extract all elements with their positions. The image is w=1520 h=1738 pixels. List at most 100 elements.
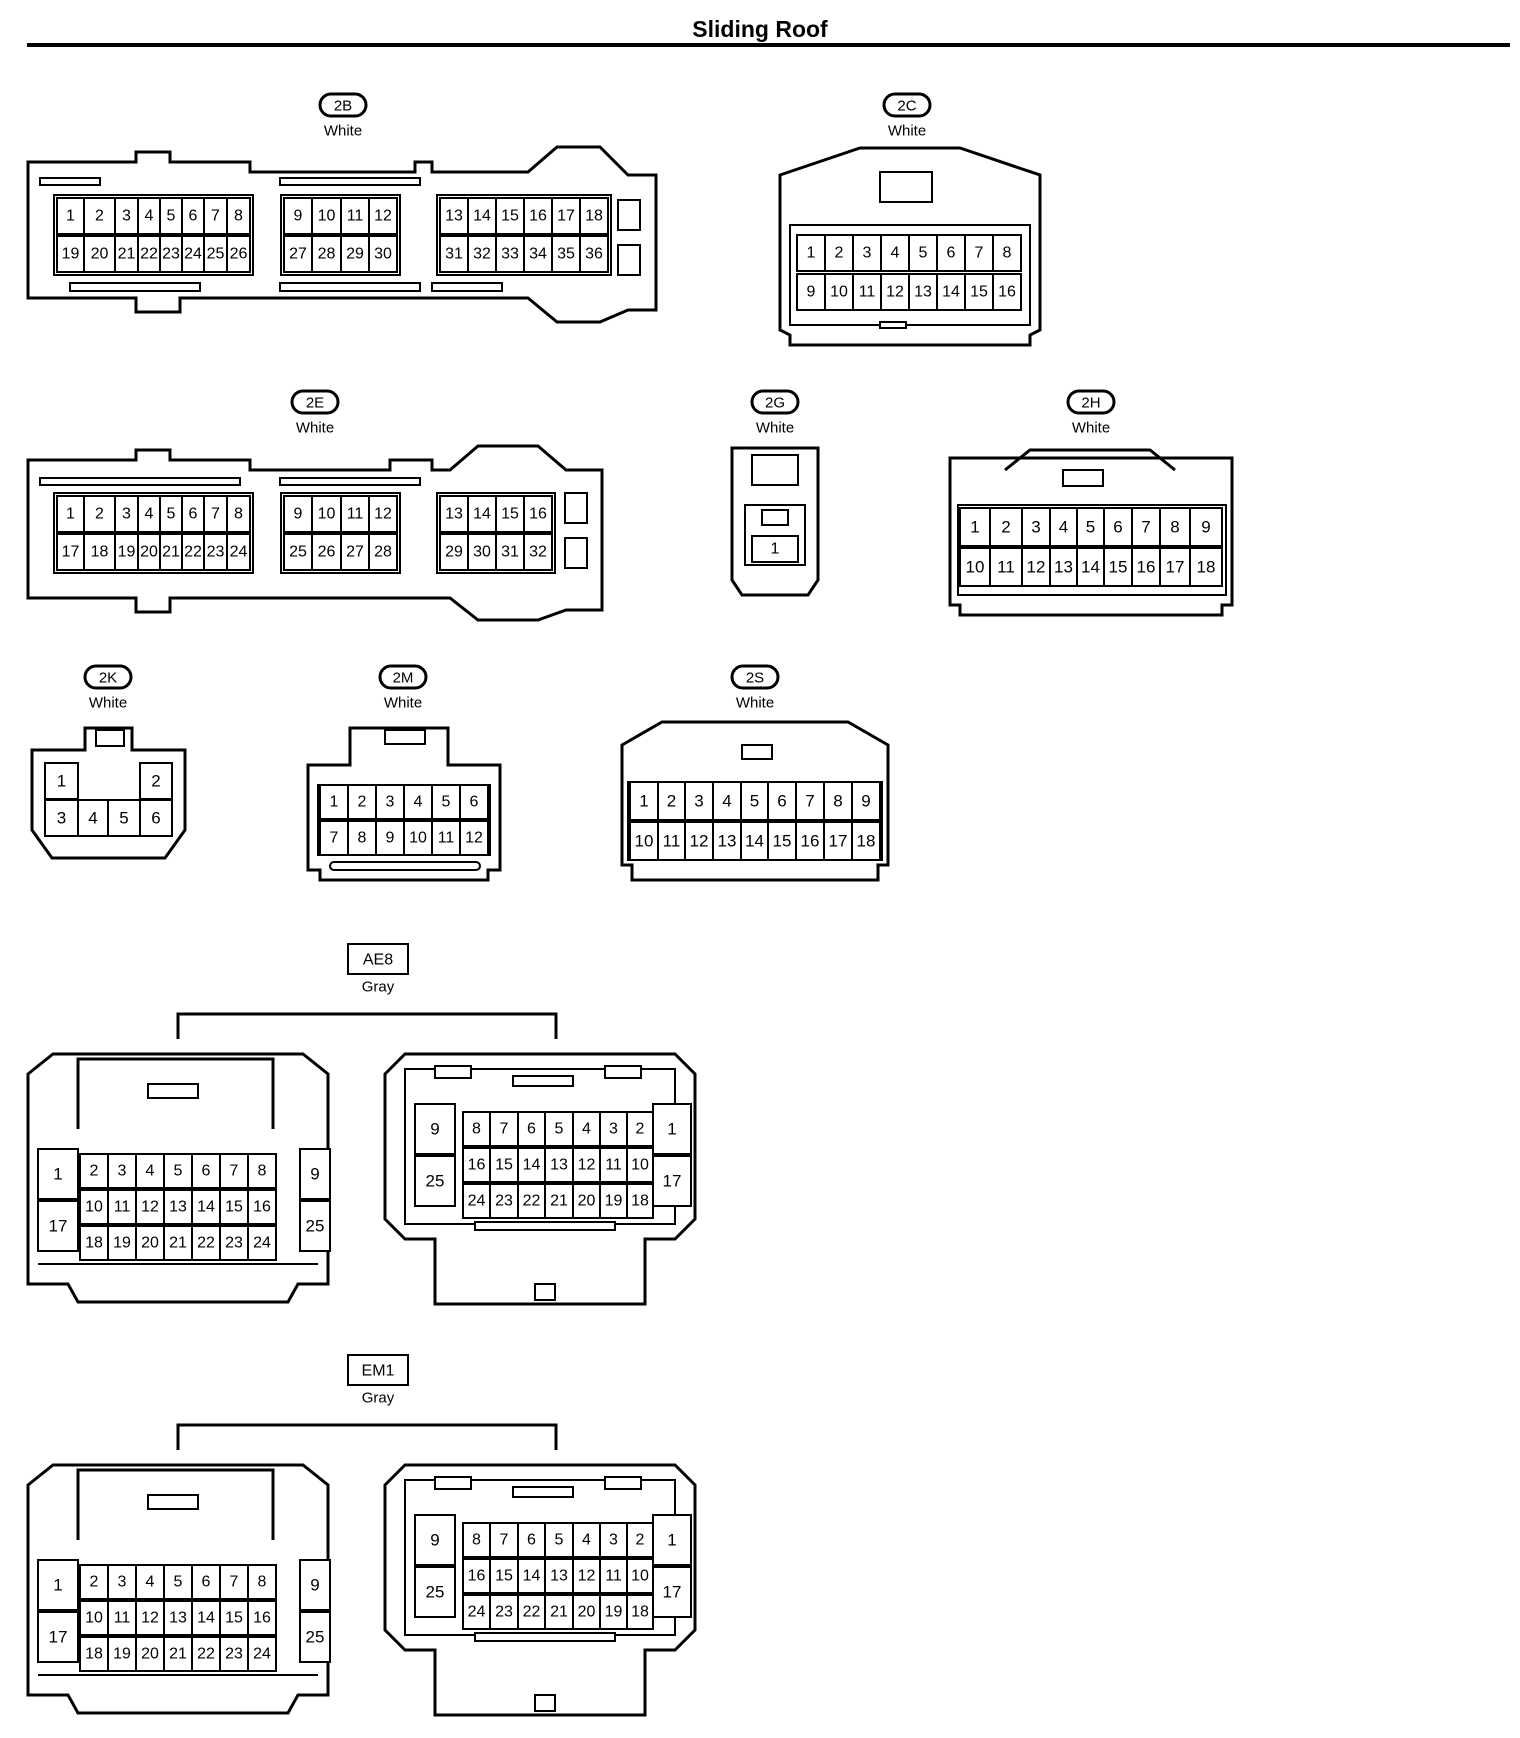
pin-number: 5 [442,794,451,811]
pin-cell [1189,547,1223,587]
pin-number: 2 [90,1574,99,1591]
pin-cell [226,197,251,235]
pin-cell [439,495,469,533]
connector-code-box [730,664,780,690]
pin-number: 22 [140,246,158,263]
pin-number: 12 [374,506,392,523]
pin-number: 3 [609,1121,618,1138]
pin-number: 15 [225,1610,243,1627]
pin-number: 4 [145,506,154,523]
pin-cell [299,1611,331,1663]
pin-number: 15 [495,1157,513,1174]
pin-number: 17 [663,1172,682,1191]
latch-rib [604,1065,642,1079]
pin-cell [77,799,109,837]
pin-number: 16 [998,284,1016,301]
pin-cell [851,781,881,821]
pin-number: 6 [151,809,160,828]
pin-cell [219,1153,249,1189]
pin-cell [489,1558,519,1594]
pin-number: 16 [1137,558,1156,577]
pin-cell [462,1594,491,1630]
pin-number: 19 [62,246,80,263]
pin-cell [37,1559,79,1611]
pin-cell [1131,507,1161,547]
pin-number: 7 [500,1532,509,1549]
page-title: Sliding Roof [692,16,828,42]
pin-number: 10 [409,830,427,847]
latch-rib [69,282,201,292]
pin-cell [1189,507,1223,547]
pin-number: 11 [605,1157,622,1174]
pin-number: 6 [777,792,786,811]
pin-cell [626,1594,654,1630]
connector-code-box [347,1354,409,1386]
pin-number: 9 [386,830,395,847]
pin-cell [523,197,553,235]
pin-number: 10 [966,558,985,577]
pin-number: 4 [582,1121,591,1138]
connector-color: White [296,420,334,437]
pin-cell [544,1111,574,1147]
pin-cell [79,1564,109,1600]
pin-cell [135,1636,165,1672]
pin-number: 24 [253,1646,271,1663]
pin-number: 8 [258,1574,267,1591]
pin-cell [657,821,686,861]
pin-cell [247,1189,277,1225]
lock-tab [147,1083,199,1099]
connector-color: Gray [362,1390,395,1407]
pin-number: 9 [430,1531,439,1550]
pin-cell [163,1600,193,1636]
pin-number: 9 [294,208,303,225]
pin-cell [908,234,938,272]
pin-cell [83,235,116,273]
pin-cell [163,1564,193,1600]
pin-number: 31 [445,246,463,263]
connector-color: White [384,695,422,712]
pin-number: 17 [62,544,80,561]
pin-cell [629,821,659,861]
pin-number: 20 [141,1235,159,1252]
pin-number: 21 [550,1193,568,1210]
pin-number: 9 [861,792,870,811]
pin-number: 5 [750,792,759,811]
pin-number: 11 [997,558,1015,577]
pin-cell [107,1636,137,1672]
pin-cell [495,235,525,273]
pin-number: 14 [473,208,491,225]
pin-number: 1 [330,794,339,811]
latch-rib [434,1476,472,1490]
pin-cell [37,1611,79,1663]
pin-number: 2 [95,208,104,225]
pin-number: 4 [722,792,731,811]
lock-tab [384,729,426,745]
connector-color: White [324,123,362,140]
pin-number: 33 [501,246,519,263]
pin-number: 23 [225,1646,243,1663]
pin-number: 23 [495,1604,513,1621]
lock-arch [76,1057,275,1129]
pin-cell [226,235,251,273]
pin-number: 13 [445,506,463,523]
pin-cell [1076,507,1105,547]
pin-cell [459,820,489,856]
pin-number: 13 [169,1199,187,1216]
pin-number: 17 [663,1583,682,1602]
pin-number: 20 [141,1646,159,1663]
pin-number: 8 [833,792,842,811]
pin-number: 18 [85,1646,103,1663]
pin-number: 21 [169,1235,187,1252]
pin-number: 12 [578,1568,596,1585]
pin-number: 22 [197,1646,215,1663]
pin-cell [414,1566,456,1618]
pin-cell [37,1148,79,1200]
pin-number: 22 [523,1604,541,1621]
pin-number: 19 [605,1193,623,1210]
pin-number: 34 [529,246,547,263]
connector-code: EM1 [362,1363,395,1380]
